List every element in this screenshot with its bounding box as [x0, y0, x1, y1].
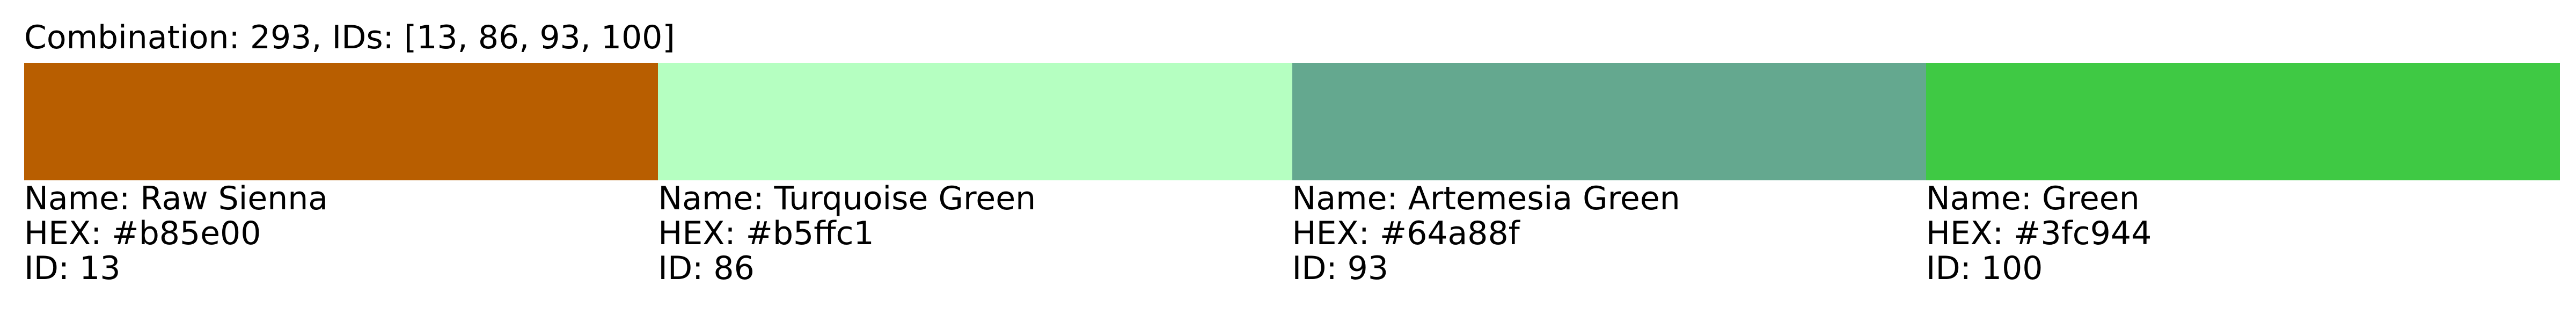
- color-swatch-artemesia-green: [1292, 63, 1926, 180]
- color-name: Name: Raw Sienna: [24, 180, 328, 217]
- color-id: ID: 100: [1926, 250, 2043, 287]
- combination-title: Combination: 293, IDs: [13, 86, 93, 100]: [24, 19, 675, 56]
- color-name: Name: Artemesia Green: [1292, 180, 1680, 217]
- color-swatch-turquoise-green: [658, 63, 1292, 180]
- color-hex: HEX: #b5ffc1: [658, 215, 874, 252]
- color-label-raw-sienna: Name: Raw Sienna HEX: #b85e00 ID: 13: [24, 181, 658, 286]
- color-id: ID: 13: [24, 250, 121, 287]
- color-label-artemesia-green: Name: Artemesia Green HEX: #64a88f ID: 9…: [1292, 181, 1926, 286]
- color-id: ID: 93: [1292, 250, 1389, 287]
- color-id: ID: 86: [658, 250, 755, 287]
- color-name: Name: Turquoise Green: [658, 180, 1036, 217]
- color-name: Name: Green: [1926, 180, 2140, 217]
- color-swatch-raw-sienna: [24, 63, 658, 180]
- color-hex: HEX: #3fc944: [1926, 215, 2152, 252]
- color-label-green: Name: Green HEX: #3fc944 ID: 100: [1926, 181, 2560, 286]
- color-hex: HEX: #64a88f: [1292, 215, 1520, 252]
- color-labels: Name: Raw Sienna HEX: #b85e00 ID: 13 Nam…: [24, 181, 2560, 286]
- color-hex: HEX: #b85e00: [24, 215, 261, 252]
- color-swatch-green: [1926, 63, 2560, 180]
- color-swatch-strip: [24, 63, 2560, 180]
- color-label-turquoise-green: Name: Turquoise Green HEX: #b5ffc1 ID: 8…: [658, 181, 1292, 286]
